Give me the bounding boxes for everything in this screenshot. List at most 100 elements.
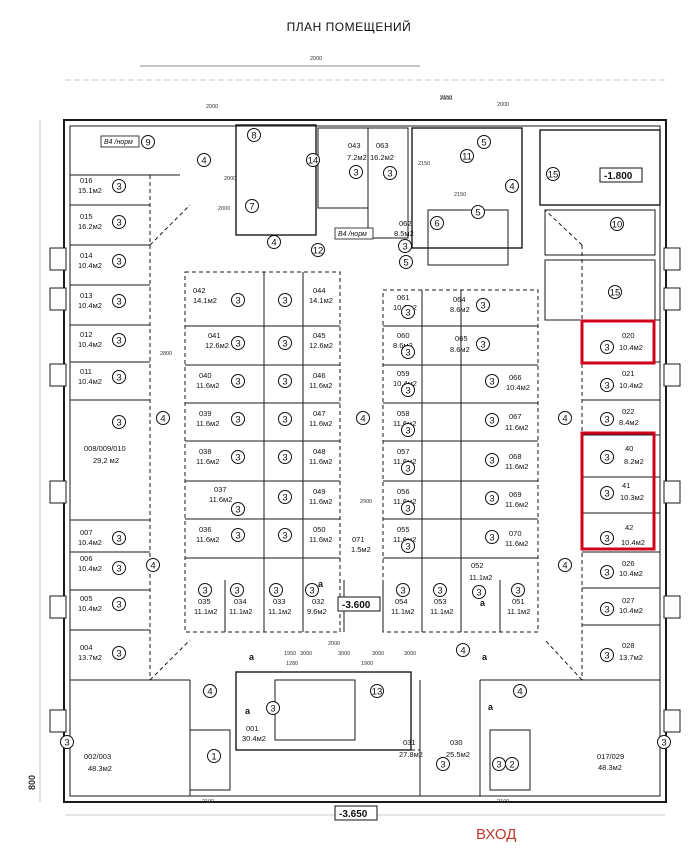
room-number: 41 [622, 481, 630, 490]
room-area: 48.3м2 [598, 763, 622, 772]
room-area: 1.5м2 [351, 545, 371, 554]
level-markers: -1.800-3.600-3.650 [334, 167, 643, 821]
room-area: 12.6м2 [205, 341, 229, 350]
zone-3-marker: 3 [383, 166, 397, 180]
svg-text:3: 3 [496, 760, 501, 771]
svg-text:3: 3 [235, 377, 240, 388]
room-number: 046 [313, 371, 326, 380]
svg-text:5: 5 [403, 258, 408, 269]
window-left [49, 363, 67, 387]
zone-4-marker: 4 [156, 411, 170, 425]
room-area: 10.4м2 [78, 604, 102, 613]
svg-text:-3.650: -3.650 [339, 809, 368, 820]
room-area: 10.4м2 [619, 569, 643, 578]
room-number: 002/003 [84, 752, 111, 761]
dimension-label: 2000 [224, 176, 236, 182]
zone-4-marker: 4 [197, 153, 211, 167]
svg-text:3: 3 [604, 568, 609, 579]
room-number: 061 [397, 293, 410, 302]
zone-11-marker: 11 [460, 149, 474, 163]
svg-text:3: 3 [116, 218, 121, 229]
zone-3-marker: 3 [112, 646, 126, 660]
dimension-label: 800 [27, 775, 37, 790]
room-number: 035 [198, 597, 211, 606]
room-number: 059 [397, 369, 410, 378]
room-area: 10.4м2 [78, 261, 102, 270]
zone-8-marker: 8 [247, 128, 261, 142]
zone-3-marker: 3 [401, 423, 415, 437]
zone-3-marker: 3 [278, 293, 292, 307]
room-area: 10.4м2 [393, 379, 417, 388]
room-number: 065 [455, 334, 468, 343]
room-number: 064 [453, 295, 466, 304]
svg-text:4: 4 [460, 646, 465, 657]
zone-3-marker: 3 [476, 337, 490, 351]
room-number: 031 [403, 738, 416, 747]
svg-text:3: 3 [235, 339, 240, 350]
room-area: 29,2 м2 [93, 456, 119, 465]
svg-text:3: 3 [116, 182, 121, 193]
level-marker: -3.650 [334, 805, 378, 821]
window-right [663, 247, 681, 271]
zone-3-marker: 3 [112, 179, 126, 193]
room-area: 48.3м2 [88, 764, 112, 773]
room-area: 15.1м2 [78, 186, 102, 195]
zone-3-marker: 3 [269, 583, 283, 597]
zone-4-marker: 4 [267, 235, 281, 249]
entrance-label: ВХОД [476, 826, 517, 843]
dimension-label: 2000 [310, 56, 322, 62]
zone-3-marker: 3 [396, 583, 410, 597]
window-left [49, 595, 67, 619]
room-area: 11.6м2 [309, 535, 332, 544]
room-area: 11.6м2 [505, 539, 528, 548]
zone-3-marker: 3 [511, 583, 525, 597]
room-area: 13.7м2 [619, 653, 643, 662]
room-area: 16.2м2 [370, 153, 394, 162]
zone-3-marker: 3 [112, 215, 126, 229]
room-area: 10.4м2 [78, 340, 102, 349]
zone-3-marker: 3 [231, 374, 245, 388]
room-number: 050 [313, 525, 326, 534]
room-area: 11.6м2 [309, 497, 332, 506]
central-block-left [184, 271, 341, 633]
zone-5-marker: 5 [471, 205, 485, 219]
room-area: 8.4м2 [619, 418, 639, 427]
svg-text:3: 3 [282, 531, 287, 542]
svg-text:3: 3 [604, 651, 609, 662]
room-area: 11.6м2 [505, 500, 528, 509]
svg-text:3: 3 [405, 426, 410, 437]
svg-text:3: 3 [489, 494, 494, 505]
room-area: 9.6м2 [307, 607, 327, 616]
room-area: 11.6м2 [505, 423, 528, 432]
svg-text:3: 3 [604, 415, 609, 426]
svg-text:3: 3 [202, 586, 207, 597]
room-number: 005 [80, 594, 93, 603]
svg-text:8: 8 [251, 131, 256, 142]
zone-3-marker: 3 [600, 602, 614, 616]
room-area: 16.2м2 [78, 222, 102, 231]
room-number: 067 [509, 412, 522, 421]
window-right [663, 287, 681, 311]
zone-3-marker: 3 [230, 583, 244, 597]
dimension-label: 1280 [286, 661, 298, 667]
dimension-label: 2800 [160, 351, 172, 357]
room-number: 022 [622, 407, 635, 416]
room-area: 8.2м2 [624, 457, 644, 466]
zone-3-marker: 3 [266, 701, 280, 715]
dimension-label: 1900 [361, 661, 373, 667]
